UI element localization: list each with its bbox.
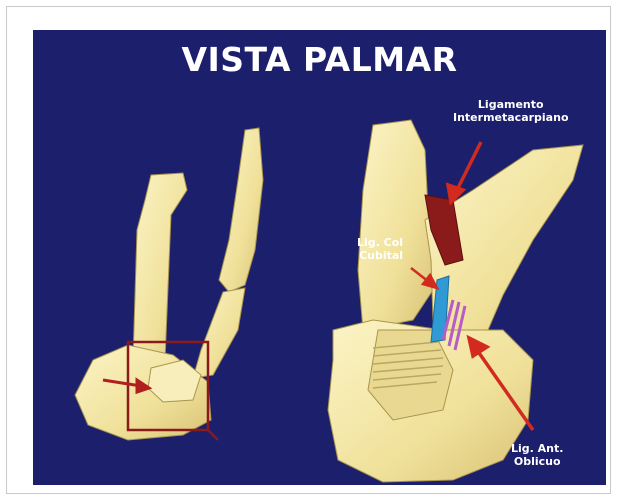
label-line: Cubital xyxy=(357,249,403,262)
label-line: Lig. Col xyxy=(357,236,403,249)
figure-title: VISTA PALMAR xyxy=(33,40,606,79)
label-line: Lig. Ant. xyxy=(511,442,563,455)
left-hand-skeleton xyxy=(75,128,263,440)
label-ligamento-intermetacarpiano: Ligamento Intermetacarpiano xyxy=(453,98,569,124)
label-lig-ant-oblicuo: Lig. Ant. Oblicuo xyxy=(511,442,563,468)
label-lig-col-cubital: Lig. Col Cubital xyxy=(357,236,403,262)
label-line: Intermetacarpiano xyxy=(453,111,569,124)
right-joint-skeleton xyxy=(328,120,583,482)
figure-frame: VISTA PALMAR Ligamento Intermetacarpiano… xyxy=(6,6,611,494)
anatomy-illustration: VISTA PALMAR Ligamento Intermetacarpiano… xyxy=(33,30,606,485)
label-line: Oblicuo xyxy=(511,455,563,468)
label-line: Ligamento xyxy=(453,98,569,111)
